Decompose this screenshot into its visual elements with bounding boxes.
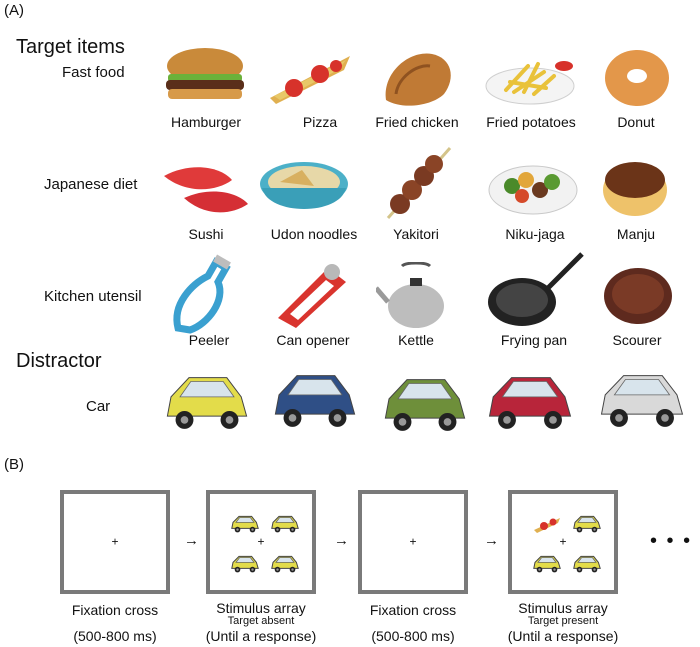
pizza-illustration: [270, 56, 350, 104]
flow-arrow: →: [334, 532, 349, 549]
caption-sub-2: Target absent: [227, 615, 295, 627]
udon-noodles-illustration: [260, 162, 348, 209]
caption-title-2: Stimulus array: [216, 600, 306, 616]
mini-car-icon: [231, 555, 259, 573]
item-label-donut: Donut: [617, 114, 655, 130]
mini-pizza-icon: [534, 518, 560, 533]
distractor-title: Distractor: [16, 350, 102, 372]
row-label-car: Car: [86, 398, 111, 415]
row-label-japanese-diet: Japanese diet: [44, 176, 138, 193]
item-label-scourer: Scourer: [612, 332, 662, 348]
car-illustration: [384, 379, 466, 431]
item-label-peeler: Peeler: [188, 332, 230, 348]
hamburger-illustration: [166, 48, 244, 99]
flow-arrow: →: [184, 532, 199, 549]
fixation-cross: +: [559, 534, 567, 549]
donut-illustration: [605, 50, 669, 106]
frying-pan-illustration: [488, 252, 584, 326]
item-label-can-opener: Can opener: [276, 332, 350, 348]
car-illustration: [166, 377, 248, 429]
fried-potatoes-illustration: [485, 61, 575, 105]
mini-car-icon: [271, 515, 299, 533]
can-opener-illustration: [278, 264, 346, 328]
panel-a-label: (A): [4, 2, 24, 19]
item-label-sushi: Sushi: [188, 226, 224, 242]
car-illustration: [274, 375, 356, 427]
caption-title-3: Fixation cross: [369, 602, 457, 618]
item-label-pizza: Pizza: [302, 114, 338, 130]
item-label-fried-potatoes: Fried potatoes: [486, 114, 576, 130]
mini-car-icon: [533, 555, 561, 573]
mini-car-icon: [573, 555, 601, 573]
fixation-cross: +: [257, 534, 265, 549]
screen-stimulus-present: +: [508, 490, 618, 594]
manju-illustration: [603, 162, 667, 216]
yakitori-illustration: [386, 147, 452, 219]
screen-fixation-1: +: [60, 490, 170, 594]
mini-car-icon: [231, 515, 259, 533]
screen-fixation-2: +: [358, 490, 468, 594]
caption-title-4: Stimulus array: [518, 600, 608, 616]
flow-arrow: →: [484, 532, 499, 549]
caption-time-4: (Until a response): [507, 628, 619, 644]
car-illustration: [488, 377, 572, 429]
item-label-fried-chicken: Fried chicken: [375, 114, 459, 130]
item-label-frying-pan: Frying pan: [500, 332, 568, 348]
mini-car-icon: [573, 515, 601, 533]
item-label-yakitori: Yakitori: [393, 226, 439, 242]
continuation-ellipsis: • • •: [650, 530, 693, 552]
screen-stimulus-absent: +: [206, 490, 316, 594]
caption-time-2: (Until a response): [205, 628, 317, 644]
item-label-hamburger: Hamburger: [170, 114, 242, 130]
item-label-udon-noodles: Udon noodles: [270, 226, 358, 242]
fried-chicken-illustration: [385, 53, 451, 106]
mini-car-icon: [271, 555, 299, 573]
target-items-title: Target items: [16, 36, 125, 58]
item-label-kettle: Kettle: [398, 332, 434, 348]
item-label-manju: Manju: [616, 226, 656, 242]
fixation-cross: +: [111, 534, 119, 549]
car-illustration: [600, 375, 684, 427]
row-label-kitchen-utensil: Kitchen utensil: [44, 288, 142, 305]
peeler-illustration: [173, 254, 231, 334]
niku-jaga-illustration: [488, 165, 578, 215]
caption-title-1: Fixation cross: [71, 602, 159, 618]
sushi-illustration: [164, 167, 248, 213]
panel-b-label: (B): [4, 456, 24, 473]
kettle-illustration: [376, 262, 444, 328]
fixation-cross: +: [409, 534, 417, 549]
caption-time-1: (500-800 ms): [73, 628, 157, 644]
caption-sub-4: Target present: [527, 615, 599, 627]
row-label-fast-food: Fast food: [62, 64, 125, 81]
caption-time-3: (500-800 ms): [371, 628, 455, 644]
item-label-niku-jaga: Niku-jaga: [505, 226, 565, 242]
scourer-illustration: [604, 268, 672, 324]
